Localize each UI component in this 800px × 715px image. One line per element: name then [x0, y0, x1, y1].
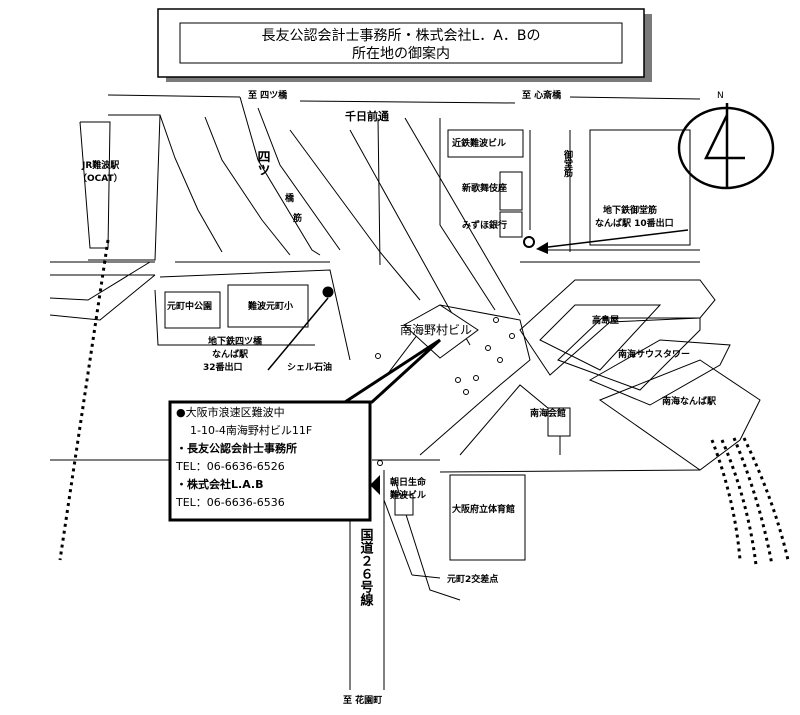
label-subway-yotsubashi-3: 32番出口 — [203, 361, 243, 373]
compass: N — [677, 91, 775, 190]
firm-1-tel: TEL：06-6636-6526 — [175, 460, 285, 473]
motomachi-park-box — [164, 291, 221, 329]
station-area — [519, 129, 761, 471]
kintetsu-bldg-box — [447, 129, 524, 158]
gym-box — [449, 474, 526, 561]
label-yotsubashisuji-3: 筋 — [291, 212, 303, 223]
label-subway-yotsubashi-1: 地下鉄四ツ橋 — [208, 335, 263, 347]
asahi-box — [394, 494, 414, 516]
label-sennichimae-dori: 千日前通 — [345, 109, 389, 123]
label-motomachi-park: 元町中公園 — [167, 300, 212, 312]
label-to-yotsubashi: 至 四ツ橋 — [248, 89, 288, 101]
firm-2-tel: TEL：06-6636-6536 — [175, 496, 285, 509]
nankai-kaikan-box — [547, 407, 571, 437]
label-jr-namba-2: （OCAT） — [78, 173, 123, 184]
label-asahi-1: 朝日生命 — [390, 476, 427, 488]
mizuho-box — [499, 211, 523, 238]
label-subway-midosuji-2: なんば駅 10番出口 — [595, 217, 674, 229]
label-shinkabukiza: 新歌舞伎座 — [462, 182, 507, 194]
exit-10-marker-icon — [523, 236, 535, 248]
label-to-shinsaibashi: 至 心斎橋 — [522, 89, 562, 101]
subway-exit-32 — [267, 286, 334, 371]
label-to-hanazonocho: 至 花園町 — [343, 694, 382, 706]
label-nankai-tower: 南海サウスタワー — [618, 348, 690, 360]
road-network — [49, 94, 701, 690]
label-shell: シェル石油 — [287, 361, 332, 373]
firm-2-name: ・株式会社L.A.B — [176, 477, 263, 491]
address-line-1: ●大阪市浪速区難波中 — [176, 405, 285, 419]
north-label: N — [717, 91, 724, 101]
label-motomachi-school: 難波元町小 — [248, 300, 293, 312]
label-subway-yotsubashi-2: なんば駅 — [212, 348, 249, 360]
label-nankai-nomura: 南海野村ビル — [400, 322, 472, 337]
title-line-2: 所在地の御案内 — [352, 45, 450, 62]
map-labels: 至 四ツ橋 至 心斎橋 千日前通 四ツ 橋 筋 御堂筋 JR難波駅 （OCAT）… — [78, 89, 717, 706]
crossing-markers — [375, 317, 515, 466]
label-jr-namba-1: JR難波駅 — [81, 159, 120, 171]
address-box: ●大阪市浪速区難波中 1-10-4南海野村ビル11F ・長友公認会計士事務所 T… — [168, 400, 372, 522]
label-motomachi-2: 元町2交差点 — [447, 573, 498, 585]
label-yotsubashisuji-2: 橋 — [283, 192, 294, 203]
title-plaque: 長友公認会計士事務所・株式会社L．A．Bの 所在地の御案内 — [157, 8, 652, 82]
label-nankai-kaikan: 南海会館 — [530, 407, 566, 419]
callout-pointer — [339, 338, 442, 404]
buildings — [164, 129, 571, 561]
label-mizuho: みずほ銀行 — [462, 219, 507, 231]
motomachi-school-box — [227, 284, 309, 328]
label-kintetsu-namba: 近鉄難波ビル — [452, 137, 506, 149]
label-asahi-2: 難波ビル — [390, 489, 426, 501]
route26-arrow-icon — [370, 475, 380, 495]
address-line-2: 1-10-4南海野村ビル11F — [190, 423, 312, 437]
railway-lines — [58, 239, 790, 566]
exit-32-marker-icon — [322, 286, 334, 298]
label-route26: 国道２６号線 — [358, 528, 374, 607]
title-line-1: 長友公認会計士事務所・株式会社L．A．Bの — [262, 28, 541, 44]
label-nankai-namba: 南海なんば駅 — [662, 395, 717, 407]
label-midosuji: 御堂筋 — [562, 149, 574, 178]
label-takashimaya: 高島屋 — [592, 314, 619, 326]
label-osaka-gym: 大阪府立体育館 — [452, 503, 515, 515]
subway-exit-10 — [523, 229, 689, 254]
label-yotsubashisuji-1: 四ツ — [255, 150, 271, 176]
label-subway-midosuji-1: 地下鉄御堂筋 — [603, 204, 657, 216]
firm-1-name: ・長友公認会計士事務所 — [176, 441, 297, 455]
shinkabukiza-box — [499, 171, 523, 211]
